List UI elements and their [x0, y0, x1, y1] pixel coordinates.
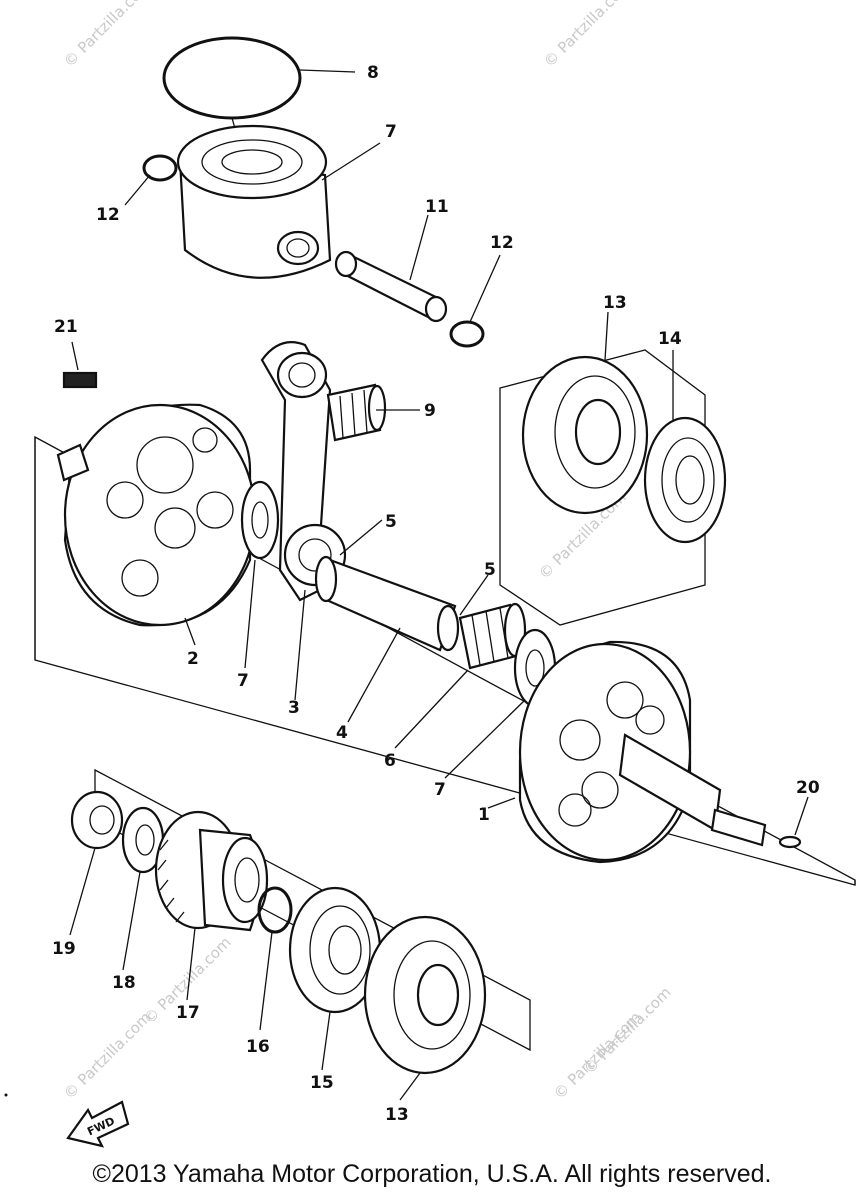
crank-bearing-lower: [363, 915, 487, 1075]
callout-8: 7: [385, 122, 397, 142]
small-end-bearing: [326, 383, 387, 442]
watermark: © Partzilla.com: [550, 1008, 645, 1103]
callout-4: 4: [336, 723, 348, 743]
leader-lines: [69, 69, 809, 1101]
key-20: [778, 835, 802, 849]
crank-pin: [314, 555, 460, 652]
piston: [176, 124, 332, 279]
circlip-left: [142, 154, 178, 182]
callout-12: 12: [490, 233, 514, 253]
callout-9: 8: [367, 63, 379, 83]
callout-13: 13: [385, 1105, 409, 1125]
woodruff-key: [62, 371, 98, 389]
callout-14: 14: [658, 329, 682, 349]
watermark: © Partzilla.com: [540, 0, 635, 71]
callout-16: 16: [246, 1037, 270, 1057]
callout-21: 21: [54, 317, 78, 337]
nut: [70, 790, 124, 850]
callout-17: 17: [176, 1003, 200, 1023]
callout-13: 13: [603, 293, 627, 313]
primary-drive-gear: [154, 810, 269, 932]
exploded-view-svg: © Partzilla.com © Partzilla.com © Partzi…: [4, 0, 856, 1148]
callout-15: 15: [310, 1073, 334, 1093]
callout-20: 20: [796, 778, 820, 798]
callout-19: 19: [52, 939, 76, 959]
callout-1: 1: [478, 805, 490, 825]
crank-wheel-right: [518, 640, 767, 864]
callout-3: 3: [288, 698, 300, 718]
bearing-frame: [499, 349, 706, 626]
callout-5: 5: [385, 512, 397, 532]
speck: [4, 1093, 8, 1097]
callout-2: 2: [187, 649, 199, 669]
oil-seal-upper: [643, 416, 727, 544]
watermark: © Partzilla.com: [60, 1008, 155, 1103]
callout-18: 18: [112, 973, 136, 993]
callout-11: 11: [425, 197, 449, 217]
watermark: © Partzilla.com: [60, 0, 155, 71]
piston-ring: [162, 36, 302, 133]
callout-7: 7: [237, 671, 249, 691]
callout-7: 7: [434, 780, 446, 800]
circlip-16: [257, 886, 293, 934]
piston-pin: [334, 250, 448, 323]
copyright-notice: ©2013 Yamaha Motor Corporation, U.S.A. A…: [92, 1160, 772, 1188]
callout-6: 6: [384, 751, 396, 771]
callout-5: 5: [484, 560, 496, 580]
crank-wheel-left: [56, 403, 257, 627]
thrust-washer-left: [240, 480, 280, 560]
fwd-arrow-icon: FWD: [66, 1100, 130, 1148]
callout-labels: 8 7 12 11 12 21 9 13 14 5 5 2 7 3 4 6 7 …: [52, 63, 820, 1125]
callout-12: 12: [96, 205, 120, 225]
callout-10: 9: [424, 401, 436, 421]
crank-bearing-upper: [521, 355, 649, 515]
circlip-right: [449, 320, 485, 348]
